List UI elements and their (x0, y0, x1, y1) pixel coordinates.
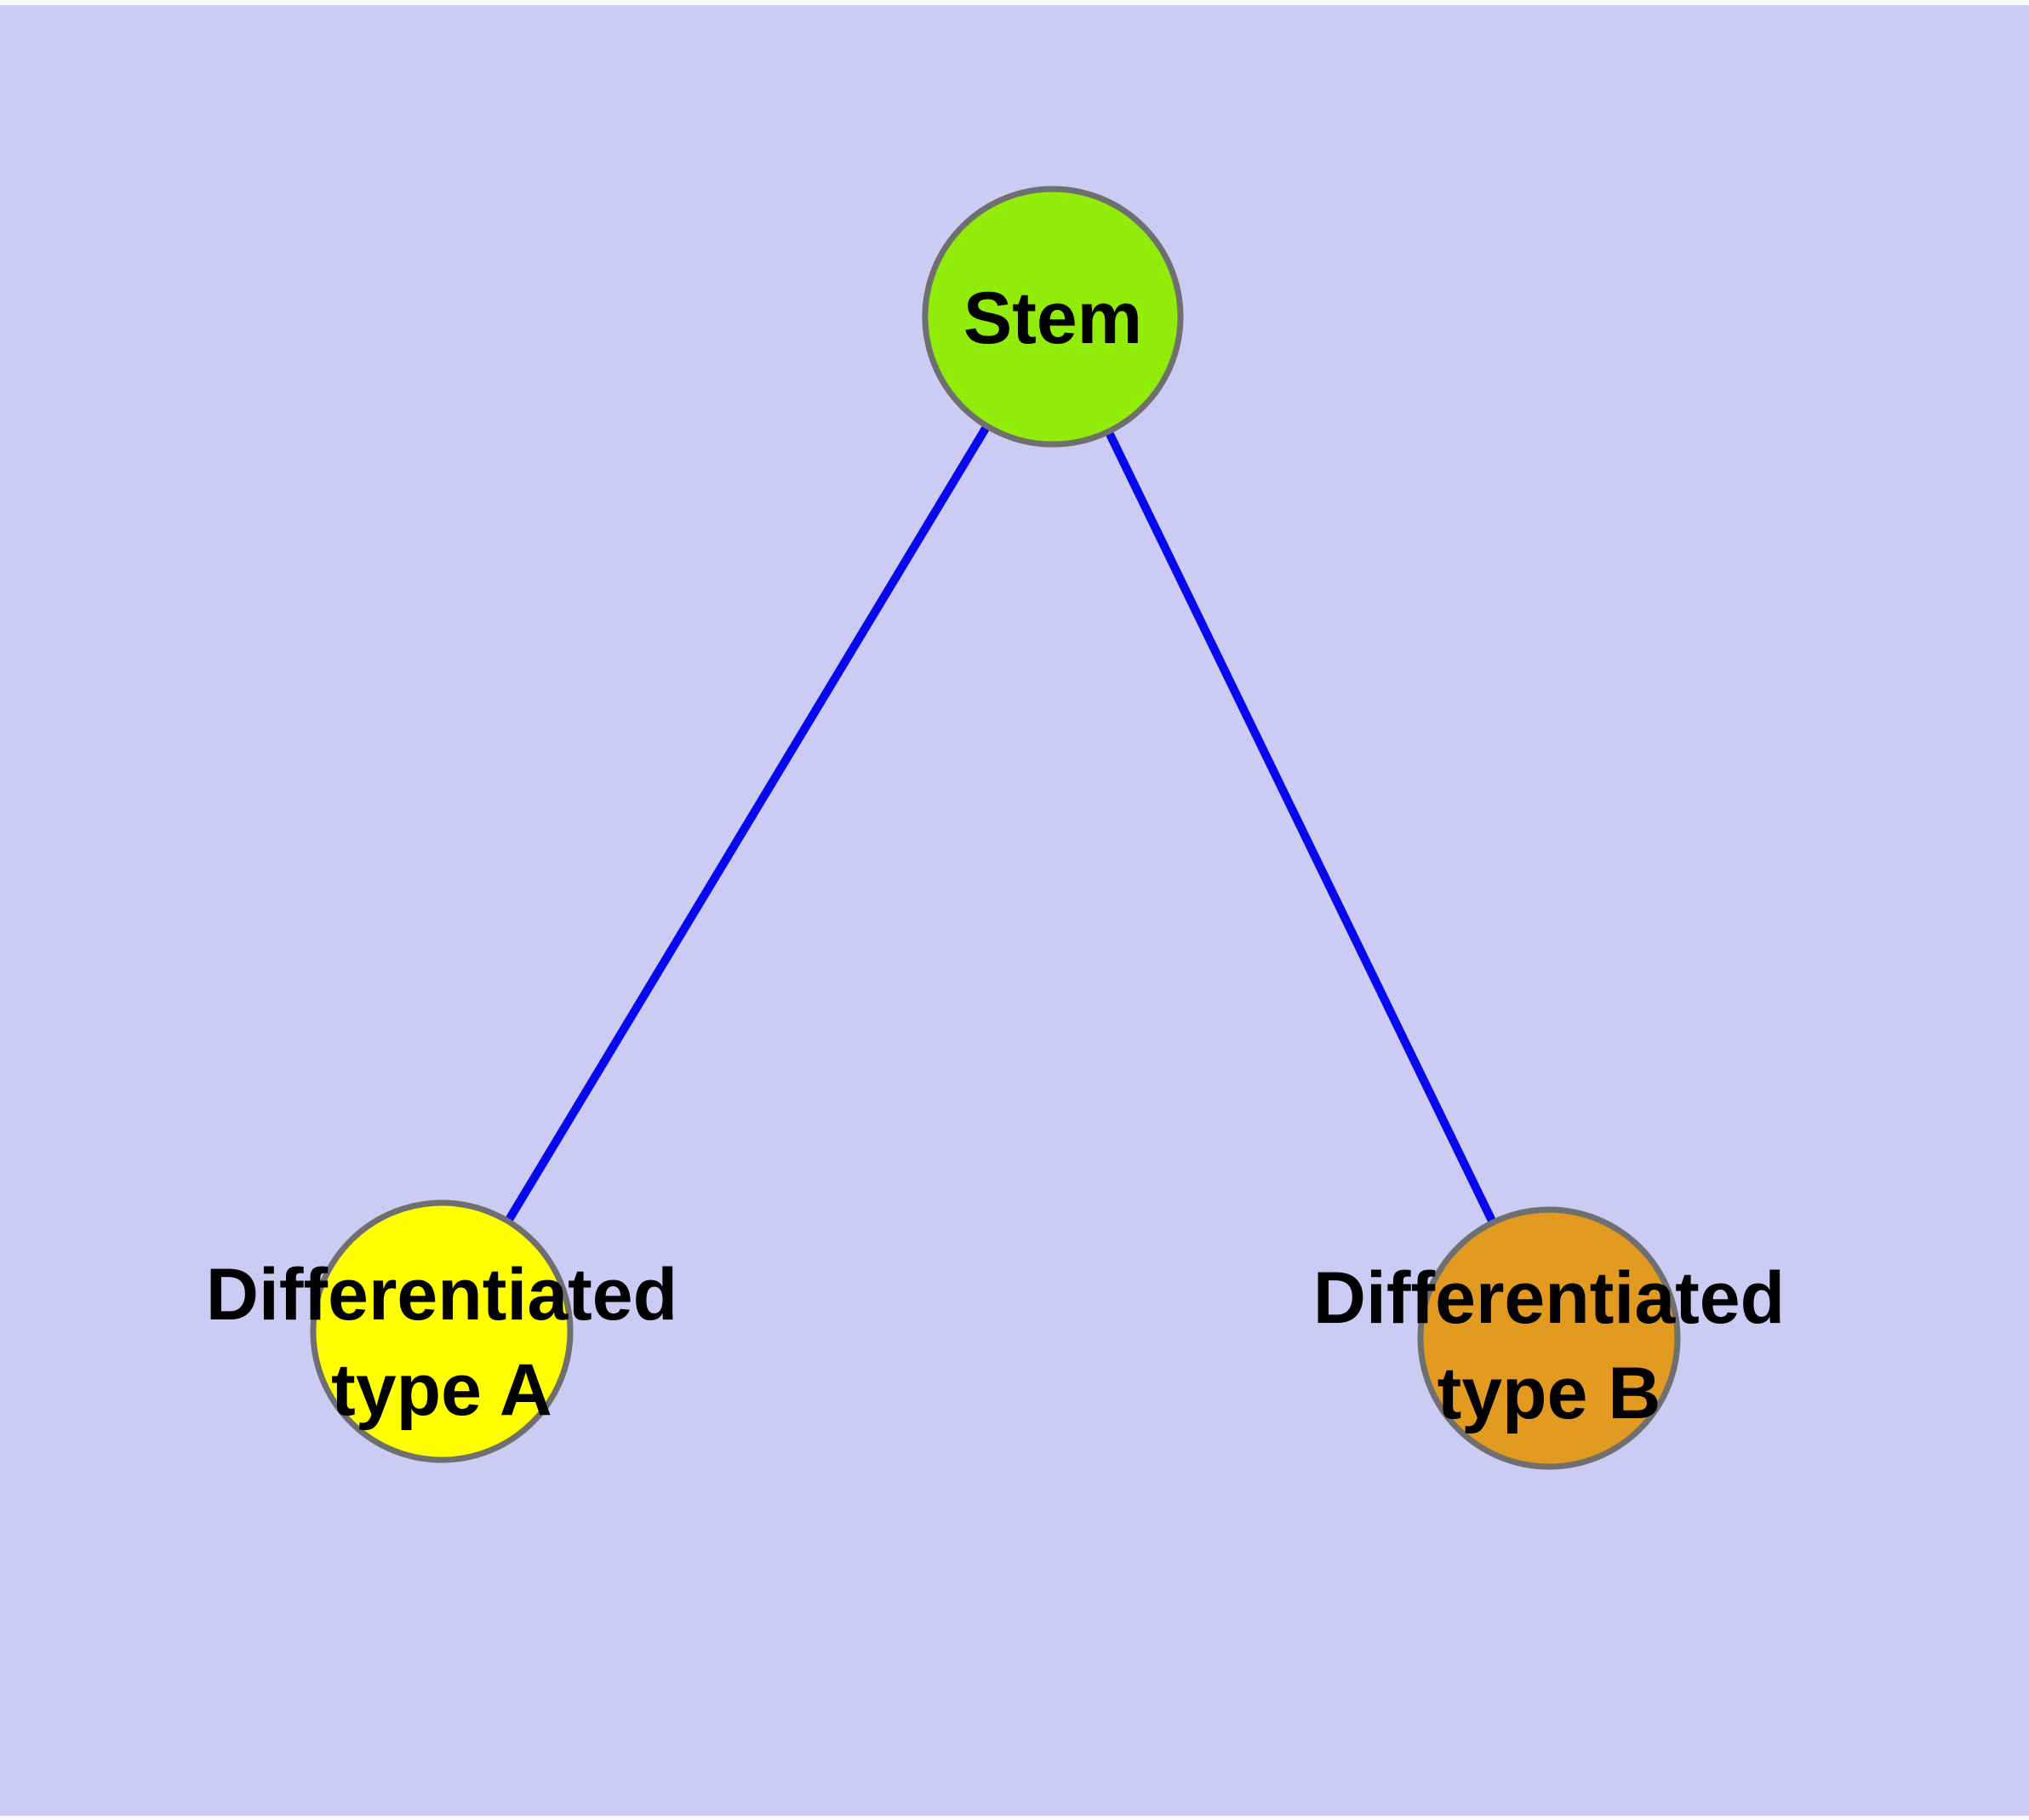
type-a-node-circle (310, 1199, 574, 1463)
type-b-node-circle (1417, 1206, 1681, 1470)
type-a-node-label: Differentiated type A (205, 1254, 678, 1431)
bottom-window-edge (0, 1816, 2029, 1820)
type-b-node-label: Differentiated type B (1312, 1257, 1786, 1434)
edge-stem-to-type-b (1049, 314, 1553, 1341)
edge-stem-to-type-a (437, 314, 1057, 1334)
stem-node-label: Stem (963, 278, 1143, 360)
top-window-edge (0, 0, 2029, 5)
stem-node-circle (922, 186, 1184, 448)
